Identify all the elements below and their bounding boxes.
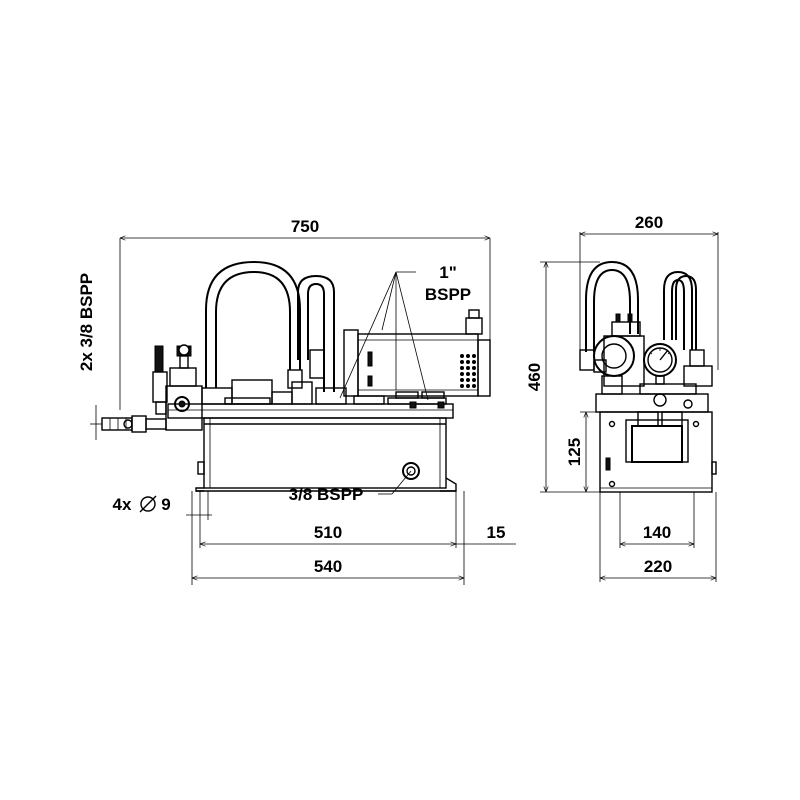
dim-460: 460 xyxy=(525,261,600,493)
label-1in: 1" xyxy=(439,263,457,282)
valve-block xyxy=(165,385,203,431)
dim-220: 220 xyxy=(599,492,717,582)
label-1in-bspp: BSPP xyxy=(425,285,471,304)
dim-750: 750 xyxy=(119,217,491,410)
svg-text:4x: 4x xyxy=(113,495,132,514)
valve-lever xyxy=(154,345,164,373)
drain-port xyxy=(402,462,420,480)
svg-text:15: 15 xyxy=(487,523,506,542)
motor xyxy=(343,309,491,397)
svg-text:220: 220 xyxy=(644,557,672,576)
hose-small xyxy=(297,274,335,392)
pressure-gauge xyxy=(643,343,677,385)
dim-15: 15 xyxy=(456,491,516,585)
svg-text:540: 540 xyxy=(314,557,342,576)
motor-vents xyxy=(460,354,476,388)
svg-text:460: 460 xyxy=(525,363,544,391)
side-view: 1" BSPP 3/8 BSPP 750 2x 3/8 BSPP 4x 9 xyxy=(77,217,516,585)
end-hoses xyxy=(585,260,697,352)
svg-text:260: 260 xyxy=(635,213,663,232)
label-drain: 3/8 BSPP xyxy=(289,485,364,504)
end-view: 260 460 125 140 220 xyxy=(525,213,719,582)
svg-text:2x 3/8 BSPP: 2x 3/8 BSPP xyxy=(77,273,96,371)
svg-text:125: 125 xyxy=(565,438,584,466)
svg-text:140: 140 xyxy=(643,523,671,542)
svg-text:750: 750 xyxy=(291,217,319,236)
dim-140: 140 xyxy=(619,492,695,548)
tank-body xyxy=(203,417,447,489)
dim-540: 540 xyxy=(192,557,464,578)
leader-1in xyxy=(339,271,429,401)
dim-125: 125 xyxy=(565,411,600,492)
svg-text:9: 9 xyxy=(161,495,170,514)
hose-large xyxy=(205,260,301,388)
end-motor-disk xyxy=(593,335,635,377)
svg-text:510: 510 xyxy=(314,523,342,542)
dim-510: 510 xyxy=(200,491,457,548)
dim-side-ports: 2x 3/8 BSPP xyxy=(77,273,102,440)
dim-holes: 4x 9 xyxy=(113,491,212,585)
outlet-fitting xyxy=(101,415,167,433)
end-tank xyxy=(599,411,713,493)
dim-260: 260 xyxy=(579,213,719,370)
base-foot-right xyxy=(440,477,457,492)
